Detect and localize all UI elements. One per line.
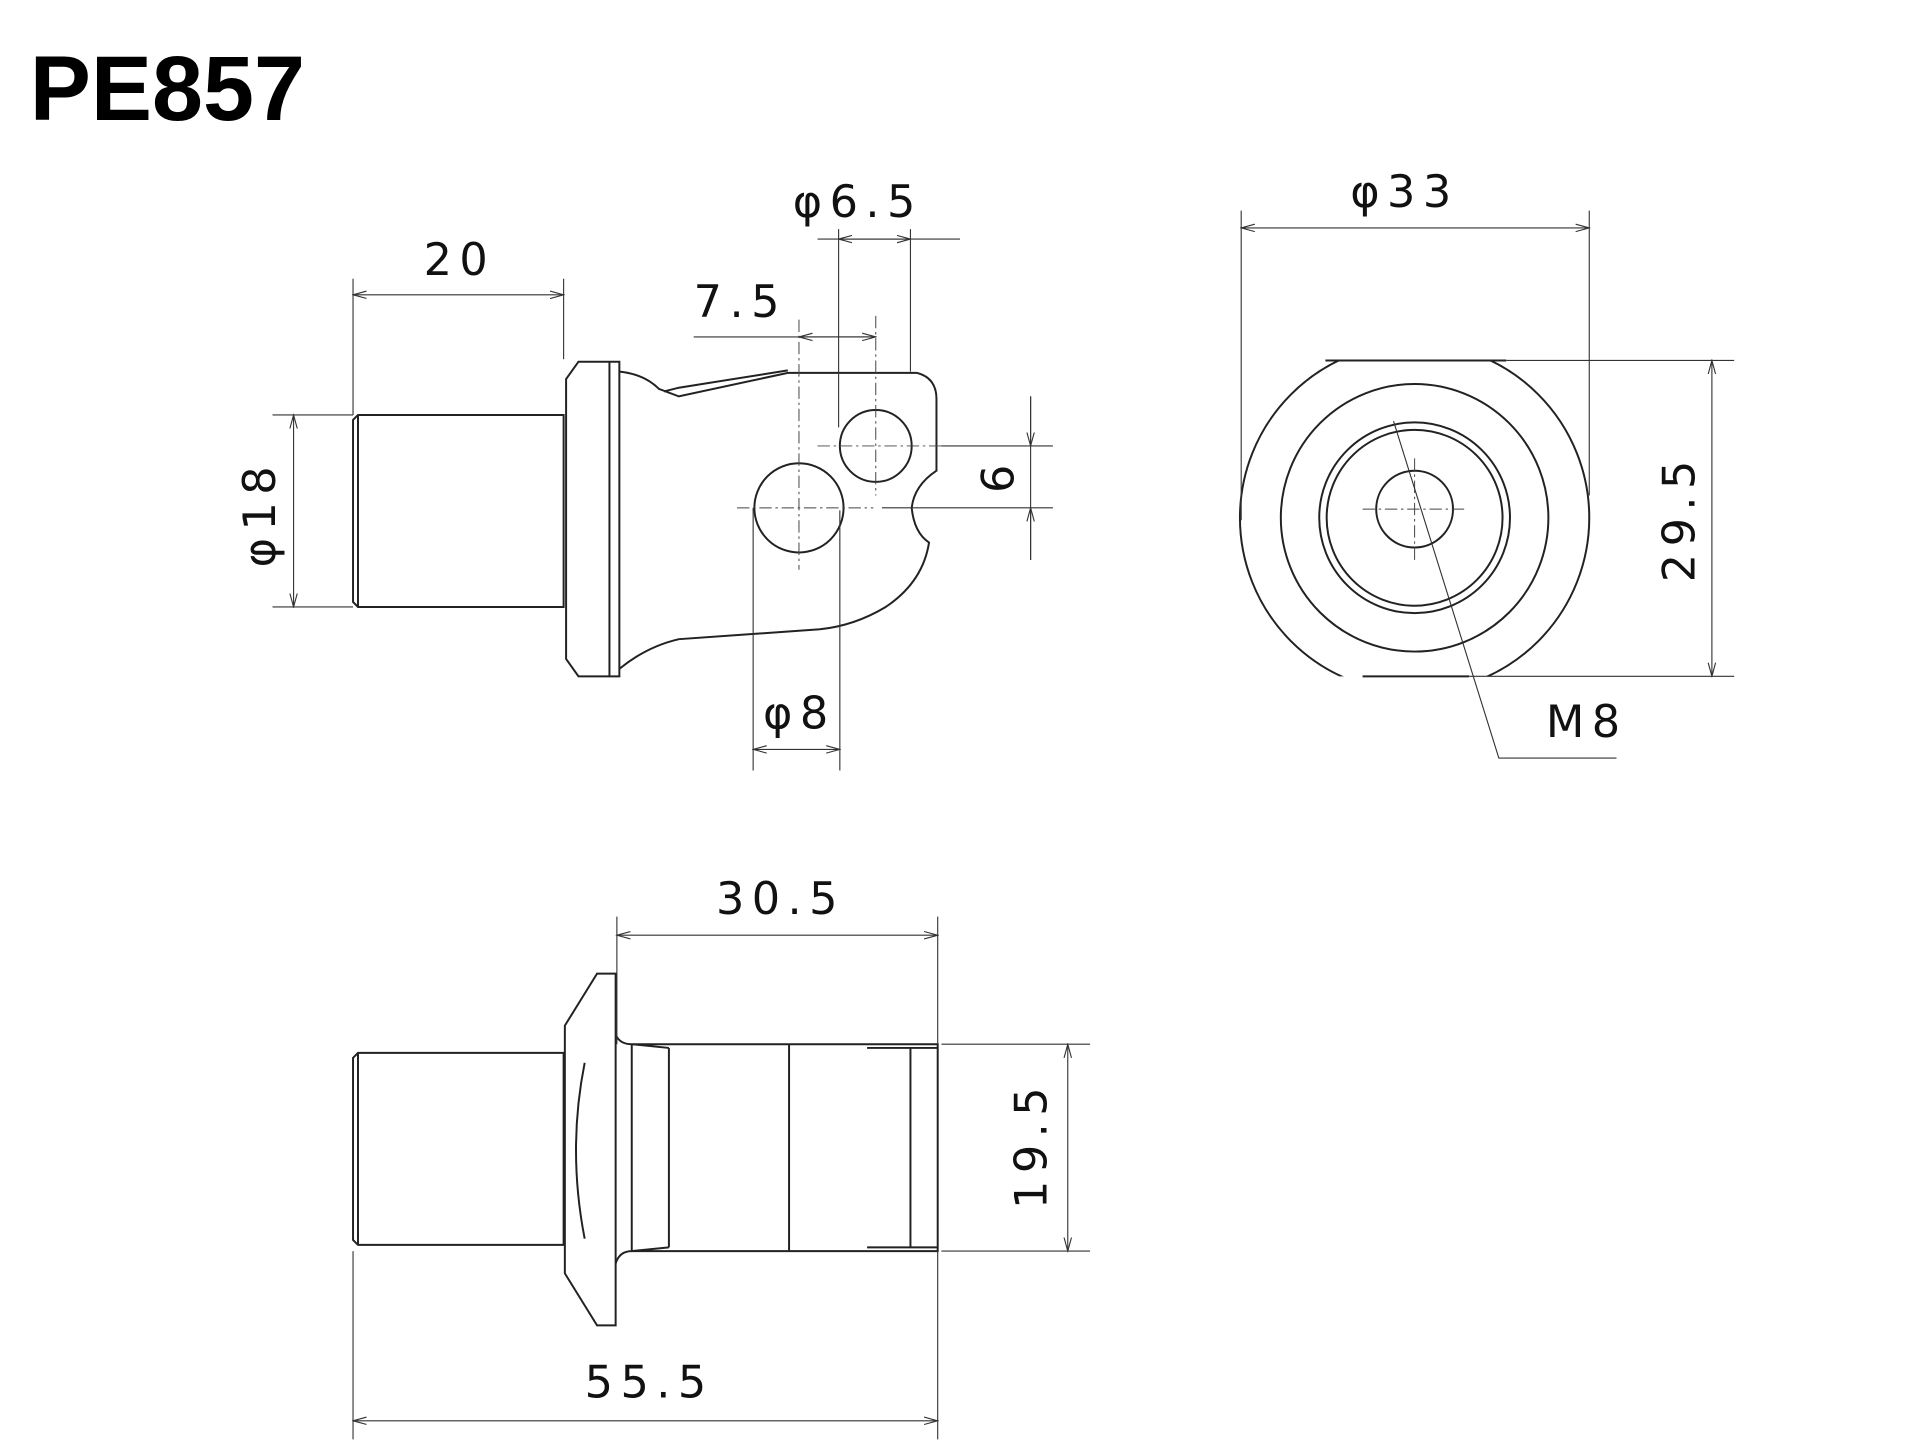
part-number-title: PE857 bbox=[30, 38, 305, 140]
shaft bbox=[352, 413, 565, 608]
bore-inner bbox=[1325, 428, 1504, 607]
dim-hole-offset: 7.5 bbox=[694, 276, 787, 328]
dim-overall-length: 55.5 bbox=[585, 1356, 714, 1408]
flange bbox=[563, 972, 617, 1327]
body-outline bbox=[618, 370, 938, 670]
dim-flat-height: 29.5 bbox=[1654, 453, 1706, 582]
dim-hole-vertical-offset: 6 bbox=[972, 457, 1024, 493]
body bbox=[614, 1033, 939, 1264]
body-circle bbox=[1279, 383, 1550, 653]
flange bbox=[565, 360, 621, 678]
dim-shaft-length: 20 bbox=[424, 234, 496, 286]
dim-body-length: 30.5 bbox=[716, 873, 845, 925]
flange-outline bbox=[1239, 360, 1591, 677]
bore-outer bbox=[1318, 421, 1511, 615]
dim-small-hole-diameter: φ6.5 bbox=[793, 176, 923, 228]
shaft bbox=[352, 1051, 565, 1246]
body-edge bbox=[663, 369, 788, 393]
bottom-view: 30.5 19.5 55.5 bbox=[352, 873, 1091, 1440]
dim-body-height: 19.5 bbox=[1006, 1080, 1058, 1209]
end-view: φ33 29.5 M8 bbox=[1239, 166, 1735, 759]
dim-shaft-diameter: φ18 bbox=[234, 459, 286, 567]
side-view: 20 7.5 φ6.5 6 φ8 φ18 bbox=[234, 176, 1053, 771]
dim-large-hole-diameter: φ8 bbox=[763, 687, 836, 739]
leader-line bbox=[1393, 420, 1617, 759]
dim-flange-diameter: φ33 bbox=[1350, 166, 1458, 218]
thread-label: M8 bbox=[1546, 696, 1628, 748]
flange-curve bbox=[575, 1062, 586, 1239]
